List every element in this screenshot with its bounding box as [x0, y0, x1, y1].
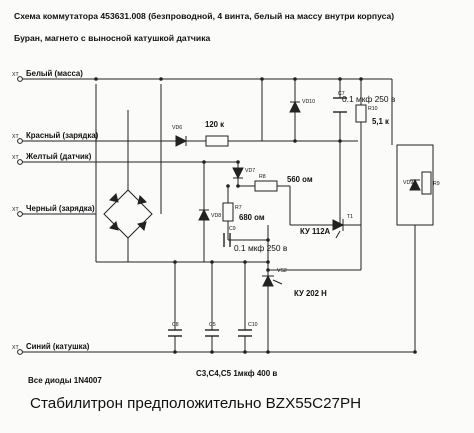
- label-c10: C10: [248, 322, 258, 328]
- note-zener: Стабилитрон предположительно BZX55C27PH: [30, 395, 362, 412]
- label-vd10: VD10: [302, 99, 315, 105]
- terminal-red: [17, 138, 23, 144]
- bottom-capacitors: [168, 329, 252, 337]
- terminal-yellow: [17, 159, 23, 165]
- terminal-white: [17, 76, 23, 82]
- label-r10: R10: [368, 106, 378, 112]
- r10-resistor: [355, 104, 367, 123]
- xt-blue: XT: [12, 345, 19, 351]
- c9-capacitor: [223, 233, 231, 247]
- note-caps: C3,C4,C5 1мкф 400 в: [196, 369, 278, 378]
- r7-resistor: [222, 202, 234, 222]
- title-line-2: Буран, магнето с выносной катушкой датчи…: [14, 33, 211, 43]
- label-c7: C7: [338, 91, 345, 97]
- vd7-diode: [232, 167, 244, 180]
- value-r8: 560 ом: [287, 175, 313, 184]
- value-ku202: КУ 202 Н: [294, 289, 327, 298]
- vs2-thyristor: [262, 274, 283, 287]
- label-r8: R8: [259, 174, 266, 180]
- r8-resistor: [254, 180, 278, 192]
- xt-white: XT: [12, 72, 19, 78]
- label-yellow: Желтый (датчик): [25, 152, 92, 161]
- xt-yellow: XT: [12, 155, 19, 161]
- label-c9: C9: [229, 226, 236, 232]
- terminal-blue: [17, 349, 23, 355]
- label-vd6: VD6: [172, 125, 182, 131]
- value-r6: 120 к: [205, 120, 224, 129]
- vd10-diode: [289, 100, 301, 113]
- label-vd8: VD8: [211, 213, 221, 219]
- label-vd7: VD7: [245, 168, 255, 174]
- label-red: Красный (зарядка): [26, 131, 99, 140]
- title-line-1: Схема коммутатора 453631.008 (безпроводн…: [14, 11, 395, 21]
- label-black: Черный (зарядка): [26, 204, 95, 213]
- value-r7: 680 ом: [239, 213, 265, 222]
- value-c7: 0.1 мкф 250 в: [342, 94, 396, 104]
- label-r7: R7: [235, 205, 242, 211]
- label-vs2: VS2: [277, 268, 287, 274]
- note-diodes: Все диоды 1N4007: [28, 376, 102, 385]
- label-c8: C8: [172, 322, 179, 328]
- t1-thyristor: [332, 219, 361, 239]
- label-t1: T1: [347, 214, 353, 220]
- value-c9: 0.1 мкф 250 в: [234, 243, 288, 253]
- vd6-diode: [175, 135, 188, 147]
- xt-black: XT: [12, 207, 19, 213]
- label-r9: R9: [433, 181, 440, 187]
- value-ku112: КУ 112А: [300, 227, 331, 236]
- r9-resistor: [421, 171, 432, 195]
- label-white: Белый (масса): [26, 69, 83, 78]
- r6-resistor: [205, 135, 229, 147]
- label-vd9: VD9: [403, 180, 413, 186]
- value-r10: 5,1 к: [372, 117, 389, 126]
- diode-bridge: [103, 189, 153, 239]
- header: Схема коммутатора 453631.008 (безпроводн…: [14, 10, 470, 44]
- label-c5: C5: [209, 322, 216, 328]
- vd8-diode: [198, 208, 210, 221]
- xt-red: XT: [12, 134, 19, 140]
- label-blue: Синий (катушка): [26, 342, 90, 351]
- vd9-diode: [409, 178, 421, 191]
- terminal-black: [17, 211, 23, 217]
- c7-capacitor: [333, 97, 347, 113]
